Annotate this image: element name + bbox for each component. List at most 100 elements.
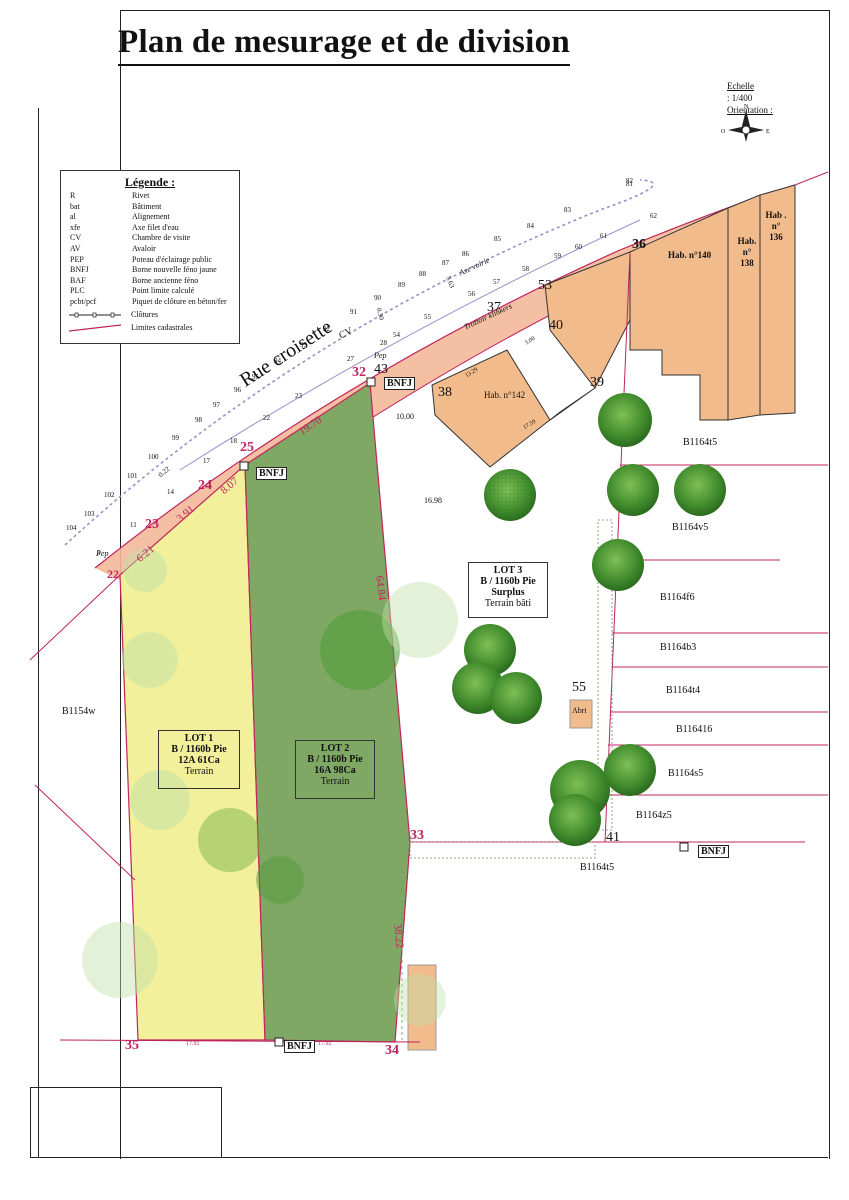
legend-code: al bbox=[70, 212, 76, 222]
lot-3-name: LOT 3 bbox=[493, 565, 523, 576]
street-point: 82 bbox=[626, 177, 633, 185]
street-point: 62 bbox=[650, 212, 657, 220]
parcel-label: B1164f6 bbox=[660, 592, 695, 603]
street-point: 91 bbox=[350, 308, 357, 316]
lot-2-type: Terrain bbox=[320, 776, 350, 787]
house-138-label: Hab. n° 138 bbox=[737, 236, 757, 268]
house-138-shape bbox=[727, 194, 761, 421]
legend-fence-row: Clôtures bbox=[61, 309, 239, 321]
parcel-label: B1164t5 bbox=[580, 862, 615, 873]
street-point: 92 bbox=[323, 325, 330, 333]
parcel-label: B1164s5 bbox=[668, 768, 704, 779]
street-point: 57 bbox=[493, 278, 500, 286]
scale-block: Echelle : 1/400 Orientation : bbox=[727, 80, 773, 116]
svg-text:E: E bbox=[766, 129, 770, 135]
legend-cadastral-label: Limites cadastrales bbox=[131, 323, 193, 333]
street-point: 81 bbox=[626, 180, 633, 188]
point-label: 37 bbox=[487, 300, 501, 315]
street-point: 59 bbox=[554, 252, 561, 260]
street-point: 22 bbox=[263, 414, 270, 422]
svg-text:N: N bbox=[744, 104, 749, 110]
legend-desc: Borne ancienne féno bbox=[132, 275, 199, 285]
point-label: 40 bbox=[549, 318, 563, 333]
legend-fence-label: Clôtures bbox=[131, 310, 159, 320]
point-label: 25 bbox=[240, 440, 254, 455]
street-point: 96 bbox=[234, 386, 241, 394]
street-point: 99 bbox=[172, 434, 179, 442]
legend-desc: Rivet bbox=[132, 191, 150, 200]
page-title: Plan de mesurage et de division bbox=[118, 22, 571, 66]
point-label: 38 bbox=[438, 385, 452, 400]
street-point: 60 bbox=[575, 243, 582, 251]
parcel-label: B1164v5 bbox=[672, 522, 709, 533]
street-point: 86 bbox=[462, 250, 469, 258]
legend-code: R bbox=[70, 191, 76, 200]
shed-label: Abri bbox=[572, 706, 587, 715]
legend-row: R Rivet bbox=[61, 191, 239, 202]
dimension-label: 10.00 bbox=[396, 412, 414, 421]
point-label: 22 bbox=[107, 567, 119, 581]
dimension-label: 38.22 bbox=[391, 923, 406, 949]
street-point: 9 bbox=[97, 549, 101, 557]
point-label: 24 bbox=[198, 478, 212, 493]
lot-2-area bbox=[244, 381, 411, 1043]
street-point: 87 bbox=[442, 259, 449, 267]
pep-label-32: Pep bbox=[374, 351, 387, 360]
lot-3-box: LOT 3 B / 1160b Pie Surplus Terrain bâti bbox=[468, 562, 548, 618]
legend-desc: Piquet de clôture en béton/fer bbox=[132, 296, 227, 306]
street-point: 93 bbox=[300, 341, 307, 349]
parcel-label: B1164t4 bbox=[666, 685, 701, 696]
bnfj-label-34: BNFJ bbox=[284, 1040, 315, 1053]
scale-label: Echelle bbox=[727, 81, 754, 91]
lot-2-area-value: 16A 98Ca bbox=[314, 765, 356, 776]
street-point: 18 bbox=[230, 437, 237, 445]
legend-desc: Chambre de visite bbox=[132, 233, 191, 243]
parcel-label: B116416 bbox=[676, 724, 713, 735]
lot-2-name: LOT 2 bbox=[320, 743, 350, 754]
house-140-label: Hab. n°140 bbox=[668, 250, 712, 260]
pep-label-22: Pep bbox=[96, 549, 109, 558]
point-label: 23 bbox=[145, 517, 159, 532]
cadastral-line-swatch bbox=[69, 323, 121, 332]
street-point: 17 bbox=[203, 457, 210, 465]
orientation-label: Orientation : bbox=[727, 105, 773, 115]
parcel-label: B1154w bbox=[62, 706, 96, 717]
trees bbox=[82, 393, 726, 1026]
dimension-label: 17.92 bbox=[186, 1041, 200, 1047]
point-label: 39 bbox=[590, 375, 604, 390]
point-label: 36 bbox=[632, 237, 646, 252]
legend-desc: Avaloir bbox=[132, 243, 156, 253]
frame-bottom-line bbox=[30, 1157, 828, 1158]
house-139-annex-shape bbox=[544, 251, 631, 389]
parcel-label: B1164b3 bbox=[660, 642, 697, 653]
legend-code: CV bbox=[70, 233, 82, 243]
point-label: 41 bbox=[606, 830, 620, 845]
bnfj-label-32: BNFJ bbox=[384, 377, 415, 390]
street-point: 27 bbox=[347, 355, 354, 363]
legend-code: bat bbox=[70, 201, 80, 211]
point-label: 53 bbox=[538, 278, 552, 293]
street-point: 102 bbox=[104, 491, 115, 499]
dimension-label: 64.84 bbox=[373, 575, 388, 601]
legend-desc: Point limite calculé bbox=[132, 286, 195, 296]
legend-desc: Alignement bbox=[132, 212, 170, 222]
street-point: 84 bbox=[527, 222, 534, 230]
street-point: 98 bbox=[195, 416, 202, 424]
legend-code: PEP bbox=[70, 254, 84, 264]
street-point: 61 bbox=[600, 232, 607, 240]
street-point: 55 bbox=[424, 313, 431, 321]
lot-1-area-value: 12A 61Ca bbox=[178, 755, 220, 766]
point-label: 35 bbox=[125, 1038, 139, 1053]
street-point: 14 bbox=[167, 488, 174, 496]
lot-2-box: LOT 2 B / 1160b Pie 16A 98Ca Terrain bbox=[295, 740, 375, 799]
point-label: 34 bbox=[385, 1043, 399, 1058]
legend-desc: Axe filet d'eau bbox=[132, 222, 179, 232]
street-point: 104 bbox=[66, 524, 77, 532]
point-label: 43 bbox=[374, 362, 388, 377]
legend-row: CV Chambre de visite bbox=[61, 233, 239, 244]
